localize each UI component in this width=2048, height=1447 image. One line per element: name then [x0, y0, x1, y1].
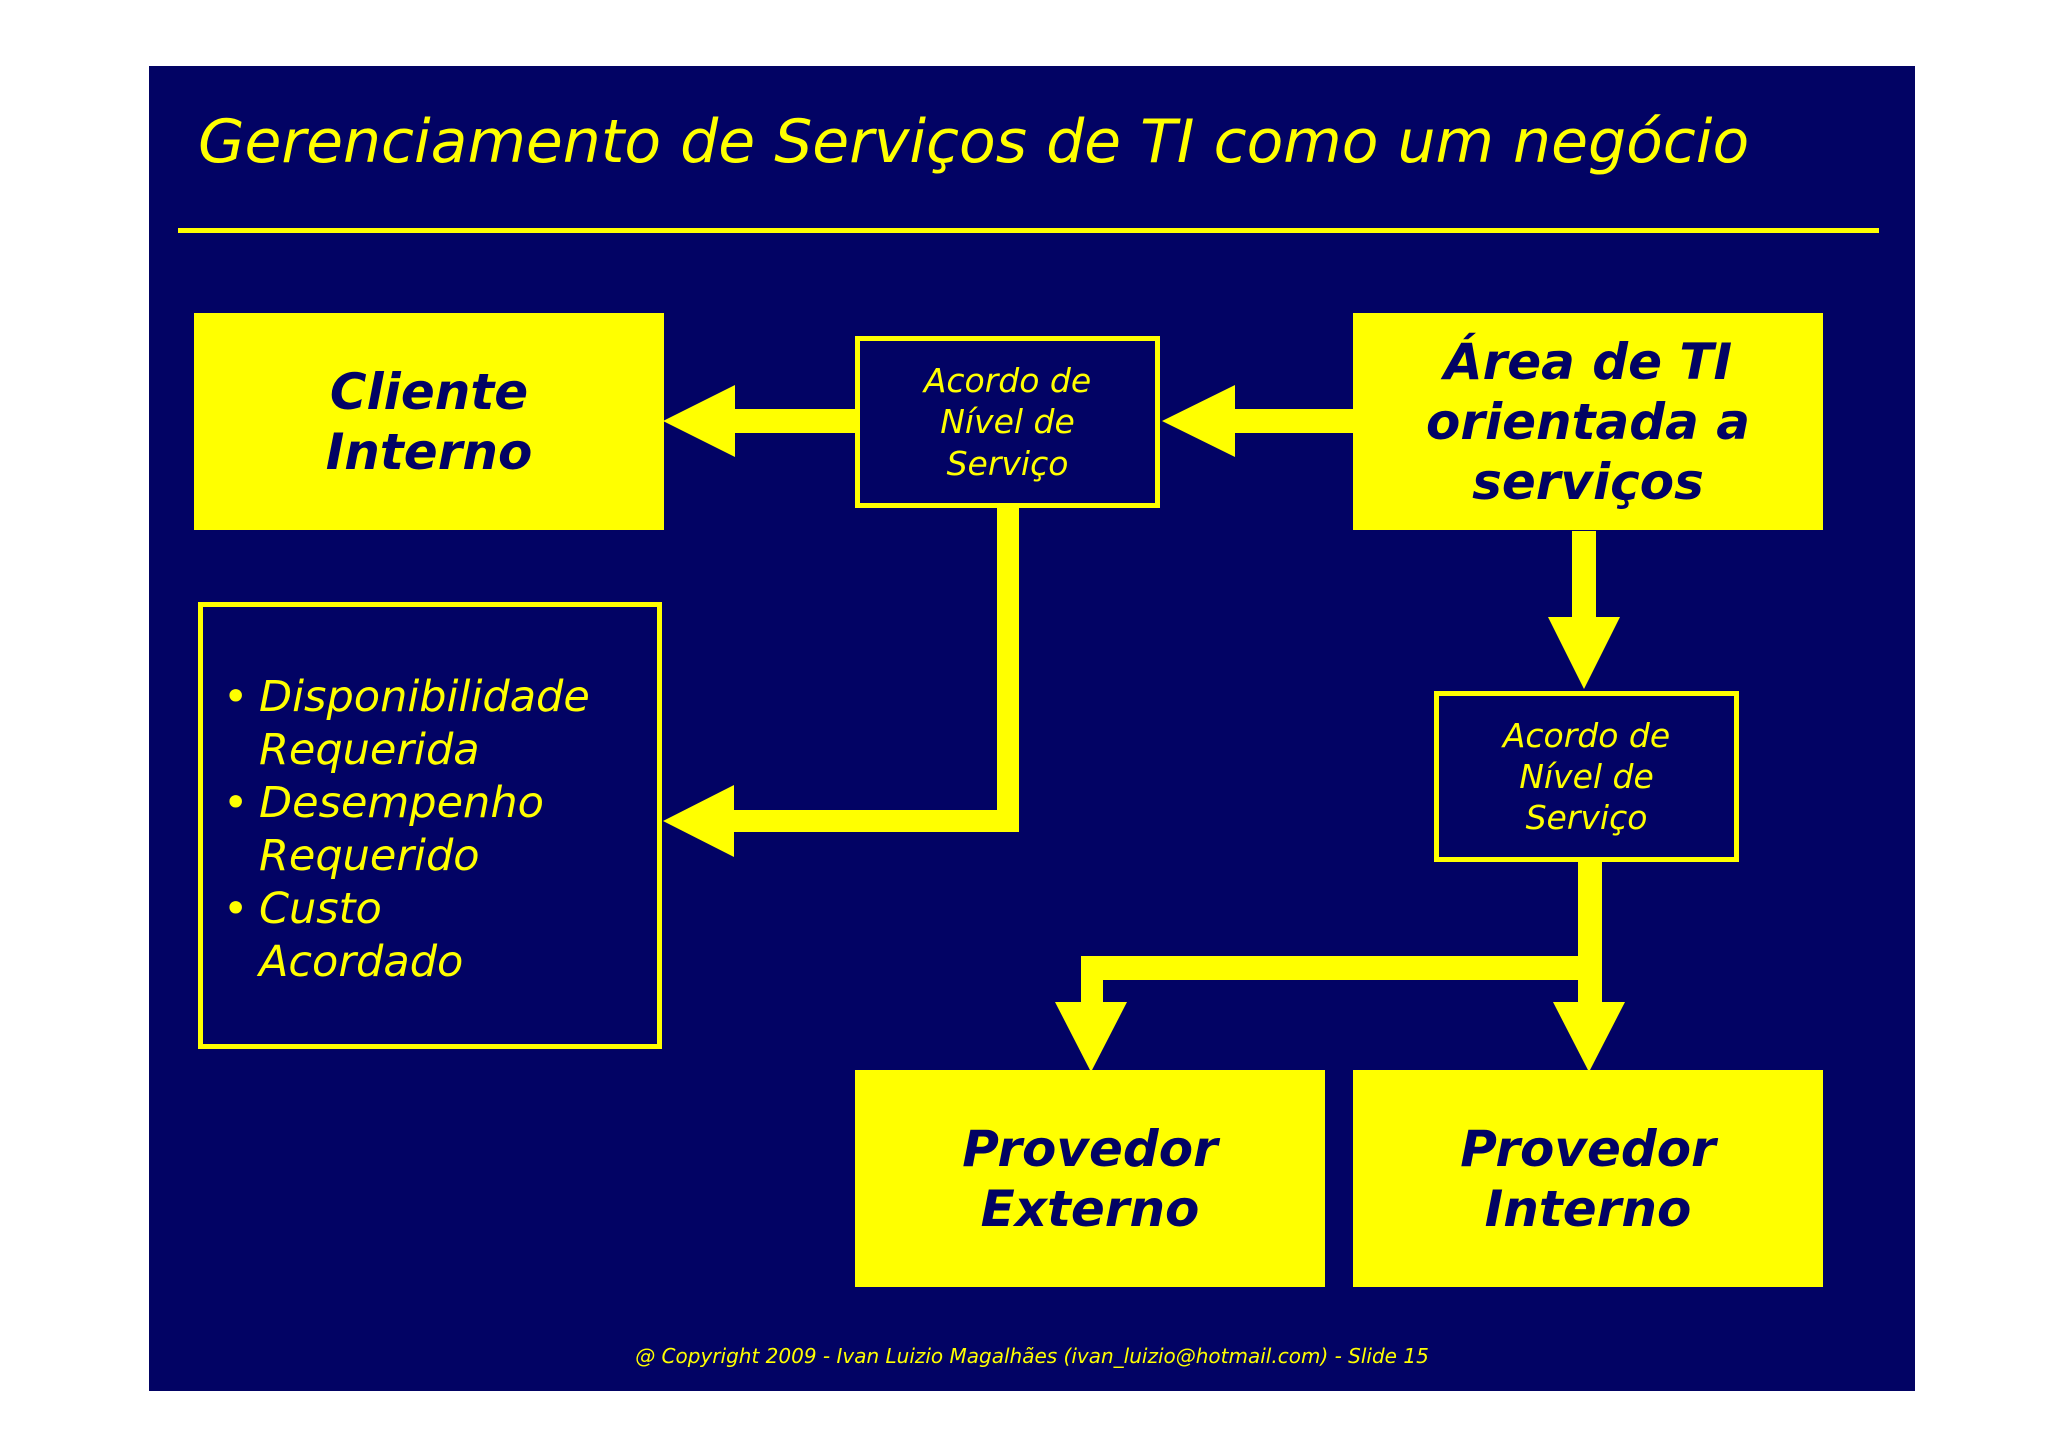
bullet-icon: • — [223, 778, 249, 828]
connector-to-requirements — [726, 810, 1019, 832]
requirement-line: Custo — [259, 884, 382, 934]
sla-top-line-2: Nível de — [940, 402, 1075, 442]
box-cliente-interno: Cliente Interno — [194, 313, 664, 530]
footer-copyright: @ Copyright 2009 - Ivan Luizio Magalhães… — [635, 1344, 1429, 1368]
arrowhead-to-provedor-externo — [1055, 1002, 1127, 1072]
sla-top-line-3: Serviço — [946, 443, 1069, 483]
requirement-line: Requerido — [259, 831, 480, 881]
title-divider — [178, 228, 1879, 233]
requirement-line: Acordado — [259, 937, 464, 987]
arrowhead-to-sla-right — [1548, 617, 1620, 689]
box-provedor-externo-line-2: Externo — [980, 1179, 1200, 1238]
requirement-line: Requerida — [259, 725, 480, 775]
box-cliente-interno-line-1: Cliente — [329, 362, 529, 421]
box-cliente-interno-line-2: Interno — [325, 422, 533, 481]
box-area-ti: Área de TI orientada a serviços — [1353, 313, 1823, 530]
arrowhead-to-cliente — [663, 385, 735, 457]
requirement-item: • Disponibilidade Requerida — [223, 671, 590, 777]
box-area-ti-line-1: Área de TI — [1443, 332, 1733, 391]
sla-right-line-1: Acordo de — [1502, 715, 1671, 755]
box-area-ti-line-3: serviços — [1472, 452, 1704, 511]
requirement-line: Desempenho — [259, 778, 544, 828]
connector-to-provedor-externo — [1081, 956, 1103, 1006]
bullet-icon: • — [223, 884, 249, 934]
connector-sla-down — [997, 506, 1019, 832]
box-sla-right: Acordo de Nível de Serviço — [1434, 691, 1739, 862]
sla-right-line-2: Nível de — [1519, 756, 1654, 796]
box-sla-top: Acordo de Nível de Serviço — [855, 336, 1160, 508]
sla-right-line-3: Serviço — [1525, 798, 1648, 838]
arrowhead-to-sla-top — [1162, 385, 1235, 457]
box-provedor-interno-line-1: Provedor — [1460, 1119, 1716, 1178]
bullet-icon: • — [223, 672, 249, 722]
sla-top-line-1: Acordo de — [923, 361, 1092, 401]
requirements-box: • Disponibilidade Requerida • Desempenho… — [198, 602, 662, 1049]
box-provedor-externo: Provedor Externo — [855, 1070, 1325, 1287]
requirement-item: • Custo Acordado — [223, 883, 590, 989]
box-provedor-interno: Provedor Interno — [1353, 1070, 1823, 1287]
box-provedor-externo-line-1: Provedor — [962, 1119, 1218, 1178]
arrowhead-to-requirements — [663, 785, 734, 857]
box-provedor-interno-line-2: Interno — [1484, 1179, 1692, 1238]
requirement-line: Disponibilidade — [259, 672, 590, 722]
connector-branch-horizontal — [1081, 956, 1602, 980]
connector-area-to-sla — [1228, 409, 1354, 433]
slide-title: Gerenciamento de Serviços de TI como um … — [198, 107, 1750, 177]
connector-sla-right-down — [1578, 860, 1602, 1005]
box-area-ti-line-2: orientada a — [1426, 392, 1750, 451]
requirement-item: • Desempenho Requerido — [223, 777, 590, 883]
connector-area-down — [1572, 531, 1596, 621]
connector-sla-to-cliente — [727, 409, 857, 433]
requirements-list: • Disponibilidade Requerida • Desempenho… — [223, 671, 590, 989]
arrowhead-to-provedor-interno — [1553, 1002, 1625, 1072]
